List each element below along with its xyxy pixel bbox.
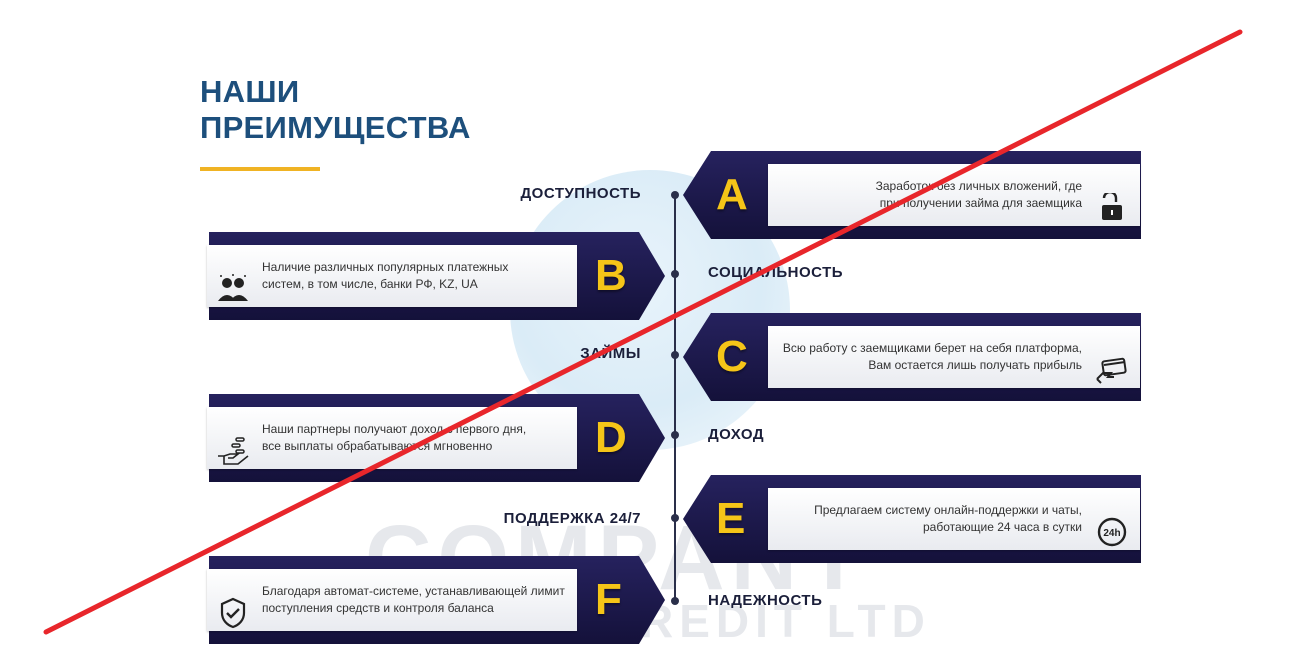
card-panel: Заработок без личных вложений, где при по… bbox=[768, 164, 1140, 226]
advantage-card-f: Благодаря автомат-системе, устанавливающ… bbox=[207, 556, 667, 644]
card-text-line: при получении займа для заемщика bbox=[879, 196, 1082, 210]
page-title: НАШИ ПРЕИМУЩЕСТВА bbox=[200, 74, 471, 146]
timeline-dot bbox=[671, 351, 679, 359]
timeline-dot bbox=[671, 191, 679, 199]
card-panel: Наличие различных популярных платежных си… bbox=[207, 245, 577, 307]
label-socialnost: СОЦИАЛЬНОСТЬ bbox=[708, 264, 844, 281]
card-panel: Всю работу с заемщиками берет на себя пл… bbox=[768, 326, 1140, 388]
hand-coins-icon bbox=[215, 433, 251, 469]
timeline-dot bbox=[671, 270, 679, 278]
card-text-line: все выплаты обрабатываются мгновенно bbox=[262, 439, 493, 453]
timeline-dot bbox=[671, 431, 679, 439]
card-text-line: систем, в том числе, банки РФ, KZ, UA bbox=[262, 277, 478, 291]
label-nadezhnost: НАДЕЖНОСТЬ bbox=[708, 592, 823, 609]
shield-check-icon bbox=[215, 595, 251, 631]
label-zaymy: ЗАЙМЫ bbox=[580, 345, 641, 362]
card-letter: B bbox=[595, 251, 627, 300]
card-panel: Наши партнеры получают доход с первого д… bbox=[207, 407, 577, 469]
card-letter: D bbox=[595, 413, 627, 462]
timeline-line bbox=[674, 192, 676, 602]
label-podderzhka: ПОДДЕРЖКА 24/7 bbox=[503, 510, 641, 527]
card-text-line: Благодаря автомат-системе, устанавливающ… bbox=[262, 584, 565, 598]
advantage-card-c: C Всю работу с заемщиками берет на себя … bbox=[683, 313, 1143, 401]
people-icon bbox=[215, 271, 251, 307]
card-hand-icon bbox=[1094, 352, 1130, 388]
title-line-2: ПРЕИМУЩЕСТВА bbox=[200, 110, 471, 145]
card-text-line: работающие 24 часа в сутки bbox=[922, 520, 1082, 534]
card-letter: C bbox=[716, 332, 748, 381]
label-dostupnost: ДОСТУПНОСТЬ bbox=[520, 185, 641, 202]
label-dohod: ДОХОД bbox=[708, 426, 765, 443]
advantage-card-e: E Предлагаем систему онлайн-поддержки и … bbox=[683, 475, 1143, 563]
title-line-1: НАШИ bbox=[200, 74, 300, 109]
advantage-card-d: Наши партнеры получают доход с первого д… bbox=[207, 394, 667, 482]
card-text-line: Заработок без личных вложений, где bbox=[875, 179, 1082, 193]
card-text-line: Наши партнеры получают доход с первого д… bbox=[262, 422, 527, 436]
svg-text:24h: 24h bbox=[1103, 528, 1120, 539]
advantage-card-b: Наличие различных популярных платежных си… bbox=[207, 232, 667, 320]
card-letter: A bbox=[716, 170, 748, 219]
support-24h-icon: 24h bbox=[1094, 514, 1130, 550]
card-letter: F bbox=[595, 575, 622, 624]
card-text-line: Предлагаем систему онлайн-поддержки и ча… bbox=[814, 503, 1082, 517]
card-letter: E bbox=[716, 494, 746, 543]
title-underline bbox=[200, 167, 320, 171]
card-text-line: Всю работу с заемщиками берет на себя пл… bbox=[782, 341, 1082, 355]
card-text-line: Наличие различных популярных платежных bbox=[262, 260, 509, 274]
lock-open-icon bbox=[1094, 190, 1130, 226]
card-panel: Предлагаем систему онлайн-поддержки и ча… bbox=[768, 488, 1140, 550]
card-text-line: Вам остается лишь получать прибыль bbox=[868, 358, 1082, 372]
advantage-card-a: A Заработок без личных вложений, где при … bbox=[683, 151, 1143, 239]
timeline-dot bbox=[671, 597, 679, 605]
card-panel: Благодаря автомат-системе, устанавливающ… bbox=[207, 569, 577, 631]
timeline-dot bbox=[671, 514, 679, 522]
card-text-line: поступления средств и контроля баланса bbox=[262, 601, 494, 615]
